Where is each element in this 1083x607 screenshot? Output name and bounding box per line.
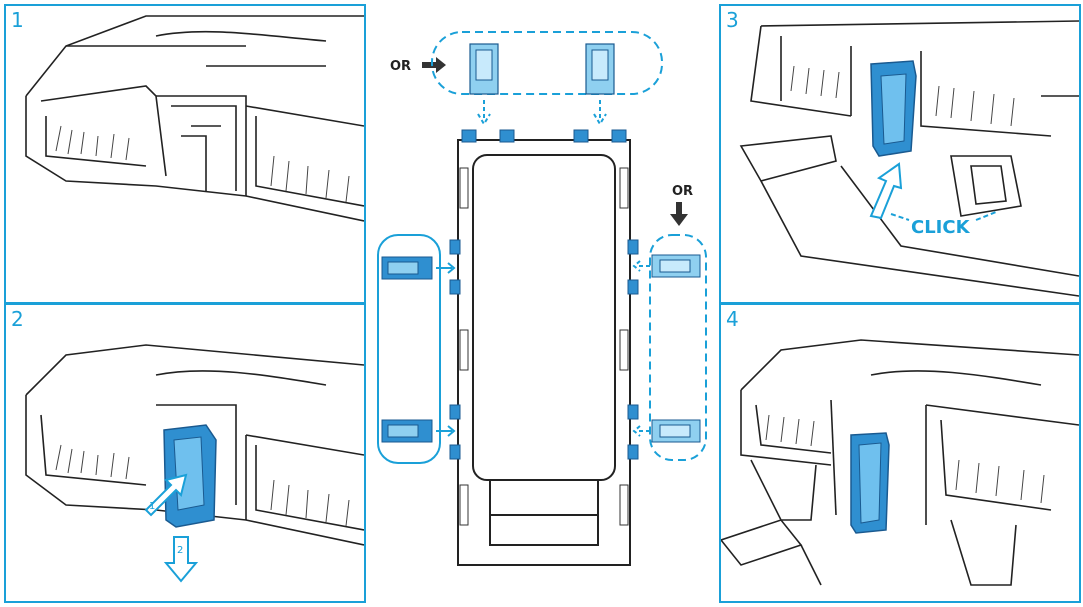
- top-option-group: [431, 31, 663, 95]
- step-number-2: 2: [11, 307, 24, 331]
- push-step-label: 1: [149, 501, 155, 512]
- step-1-panel: 1: [4, 4, 366, 304]
- clip-slots: [449, 129, 639, 460]
- step-2-panel: 2 1 2: [4, 303, 366, 603]
- clip-part-installed: [870, 60, 917, 157]
- clip-part-final: [850, 432, 890, 534]
- step-number-1: 1: [11, 8, 24, 32]
- clip-right-top: [651, 254, 701, 278]
- step-number-3: 3: [726, 8, 739, 32]
- arrow-right-icon: [422, 57, 446, 73]
- printer-illustration-4: [721, 339, 1079, 586]
- clip-left-top: [381, 256, 433, 280]
- clip-top-left: [469, 43, 499, 95]
- clip-right-bottom: [651, 419, 701, 443]
- arrow-down-icon: [670, 202, 688, 226]
- printer-top-view: [457, 139, 631, 566]
- step-number-4: 4: [726, 307, 739, 331]
- left-option-group: [377, 234, 441, 464]
- step-3-panel: 3 CLICK: [719, 4, 1081, 304]
- or-label-right: OR: [672, 184, 693, 199]
- pull-step-label: 2: [177, 545, 183, 556]
- printer-illustration-1: [25, 15, 364, 222]
- printer-illustration-2: 1 2: [25, 344, 364, 583]
- clip-part: [163, 424, 217, 528]
- clip-placement-diagram: OR: [377, 31, 707, 566]
- right-option-group: [649, 234, 707, 461]
- clip-left-bottom: [381, 419, 433, 443]
- click-label: CLICK: [911, 217, 971, 238]
- printer-illustration-3: CLICK: [739, 20, 1079, 297]
- push-arrow-icon: [144, 473, 188, 517]
- pull-down-arrow-icon: [163, 536, 199, 583]
- step-4-panel: 4: [719, 303, 1081, 603]
- clip-top-right: [585, 43, 615, 95]
- push-up-arrow-icon: [869, 162, 903, 220]
- or-label-top: OR: [390, 59, 411, 74]
